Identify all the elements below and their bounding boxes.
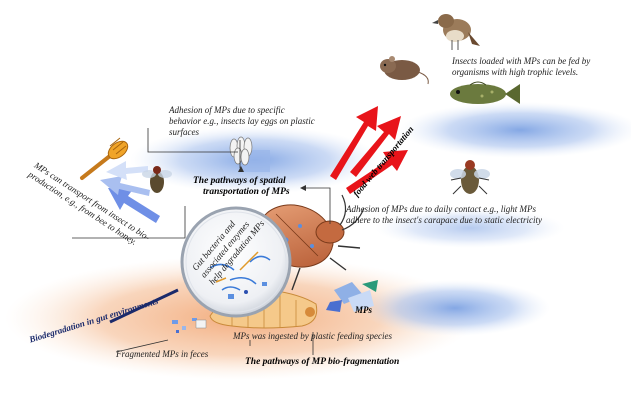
adhesion-contact-label: Adhesion of MPs due to daily contact e.g… [346,204,543,225]
honey-transport-arrows [100,161,160,223]
spatial-pathway-title: The pathways of spatial transportation o… [193,176,290,197]
adhesion-area [375,208,565,248]
mps-label: MPs [355,305,373,315]
insects-loaded-label: Insects loaded with MPs can be fed by or… [452,56,591,77]
sparrow-icon [432,14,480,50]
adhesion-behavior-label: Adhesion of MPs due to specific behavior… [169,105,315,137]
high-trophic-area [400,102,631,158]
adhesion-pointer-arrow [300,185,306,191]
mp-particles [326,280,378,312]
honey-dipper-icon [80,137,129,180]
food-web-arrows [330,106,408,194]
fly-icon-right [450,160,490,195]
ingested-label: MPs was ingested by plastic feeding spec… [233,331,392,341]
fragmentation-pathway-title: The pathways of MP bio-fragmentation [245,357,400,367]
fish-icon [450,81,520,104]
fly-icon [142,166,172,193]
connector-lines [72,128,331,355]
mp-particles-area [360,280,550,336]
feces-label: Fragmented MPs in feces [116,349,209,359]
mp-fragments [172,318,207,333]
magnifier-icon [109,206,292,324]
eggs-pointer-arrow [238,166,244,172]
mouse-icon [380,56,429,85]
